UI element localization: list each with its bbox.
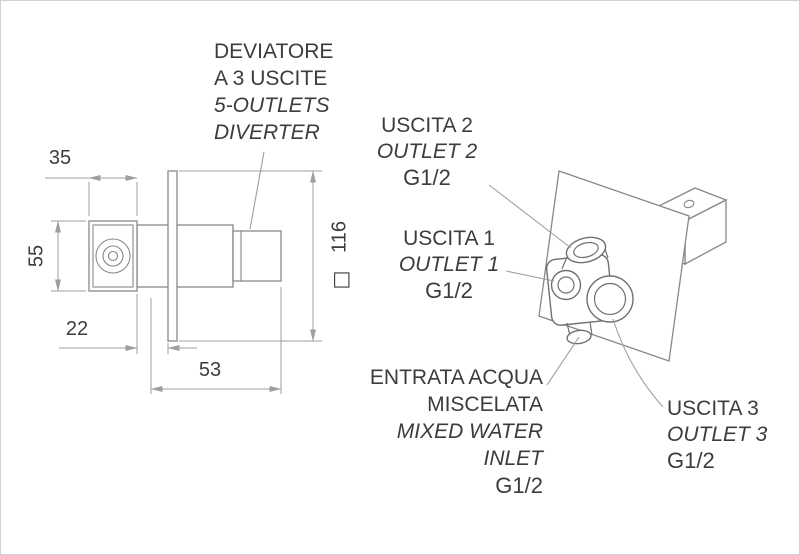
outlet3-port xyxy=(586,275,634,323)
mixer-block-hole xyxy=(683,199,695,209)
title-line-2: A 3 USCITE xyxy=(214,67,328,90)
title-line-1: DEVIATORE xyxy=(214,40,334,63)
handle-side xyxy=(232,230,282,282)
side-view-2d xyxy=(45,151,322,394)
dim-text-53: 53 xyxy=(198,359,222,381)
outlet1-name-en: OUTLET 1 xyxy=(398,253,500,276)
product-title-block: DEVIATORE A 3 USCITE 5-OUTLETS DIVERTER xyxy=(214,38,333,146)
inlet-label-block: ENTRATA ACQUA MISCELATA MIXED WATER INLE… xyxy=(331,364,543,499)
dim-text-35: 35 xyxy=(48,147,72,169)
inlet-name-it-2: MISCELATA xyxy=(427,393,543,416)
dim-text-116: 116 xyxy=(328,221,351,253)
inlet-name-en-1: MIXED WATER xyxy=(396,420,543,443)
leader-outlet2 xyxy=(488,184,572,249)
leader-inlet xyxy=(546,336,580,386)
outlet2-name-it: USCITA 2 xyxy=(381,114,473,137)
outlet3-thread: G1/2 xyxy=(667,448,715,473)
leader-title xyxy=(249,151,265,230)
outlet3-label-block: USCITA 3 OUTLET 3 G1/2 xyxy=(667,396,779,474)
dim-text-22: 22 xyxy=(65,318,89,340)
square-symbol-icon: □ xyxy=(328,270,352,290)
inlet-cylinder-right-edge xyxy=(589,321,593,336)
perspective-view-3d xyxy=(488,170,728,408)
wall-plate-edge xyxy=(167,170,178,342)
inlet-port-circle-center xyxy=(107,250,119,262)
outlet3-name-en: OUTLET 3 xyxy=(667,423,768,446)
outlet3-name-it: USCITA 3 xyxy=(667,397,759,420)
title-line-4: DIVERTER xyxy=(214,121,320,144)
outlet2-port-bore xyxy=(573,241,599,259)
inlet-port-circle-mid xyxy=(102,245,124,267)
inlet-port-circle-outer xyxy=(95,238,131,274)
leader-outlet1 xyxy=(505,270,555,282)
outlet2-label-block: USCITA 2 OUTLET 2 G1/2 xyxy=(369,113,485,191)
valve-body-side xyxy=(136,224,234,288)
outlet1-thread: G1/2 xyxy=(425,278,473,303)
outlet1-port-bore xyxy=(557,276,575,294)
outlet3-port-bore xyxy=(593,282,627,316)
inlet-name-it-1: ENTRATA ACQUA xyxy=(369,366,543,389)
outlet1-name-it: USCITA 1 xyxy=(403,227,495,250)
inlet-thread: G1/2 xyxy=(495,473,543,498)
leader-outlet3 xyxy=(612,318,664,408)
inlet-name-en-2: INLET xyxy=(483,447,543,470)
title-line-3: 5-OUTLETS xyxy=(214,94,330,117)
outlet2-cylinder-left-edge xyxy=(561,256,568,270)
inlet-block-inner-edge xyxy=(92,224,134,288)
outlet1-port xyxy=(550,269,582,301)
dim-text-55: 55 xyxy=(25,244,48,268)
outlet1-label-block: USCITA 1 OUTLET 1 G1/2 xyxy=(391,226,507,304)
outlet2-name-en: OUTLET 2 xyxy=(376,140,478,163)
inlet-block-side xyxy=(88,220,138,292)
outlet2-thread: G1/2 xyxy=(403,165,451,190)
